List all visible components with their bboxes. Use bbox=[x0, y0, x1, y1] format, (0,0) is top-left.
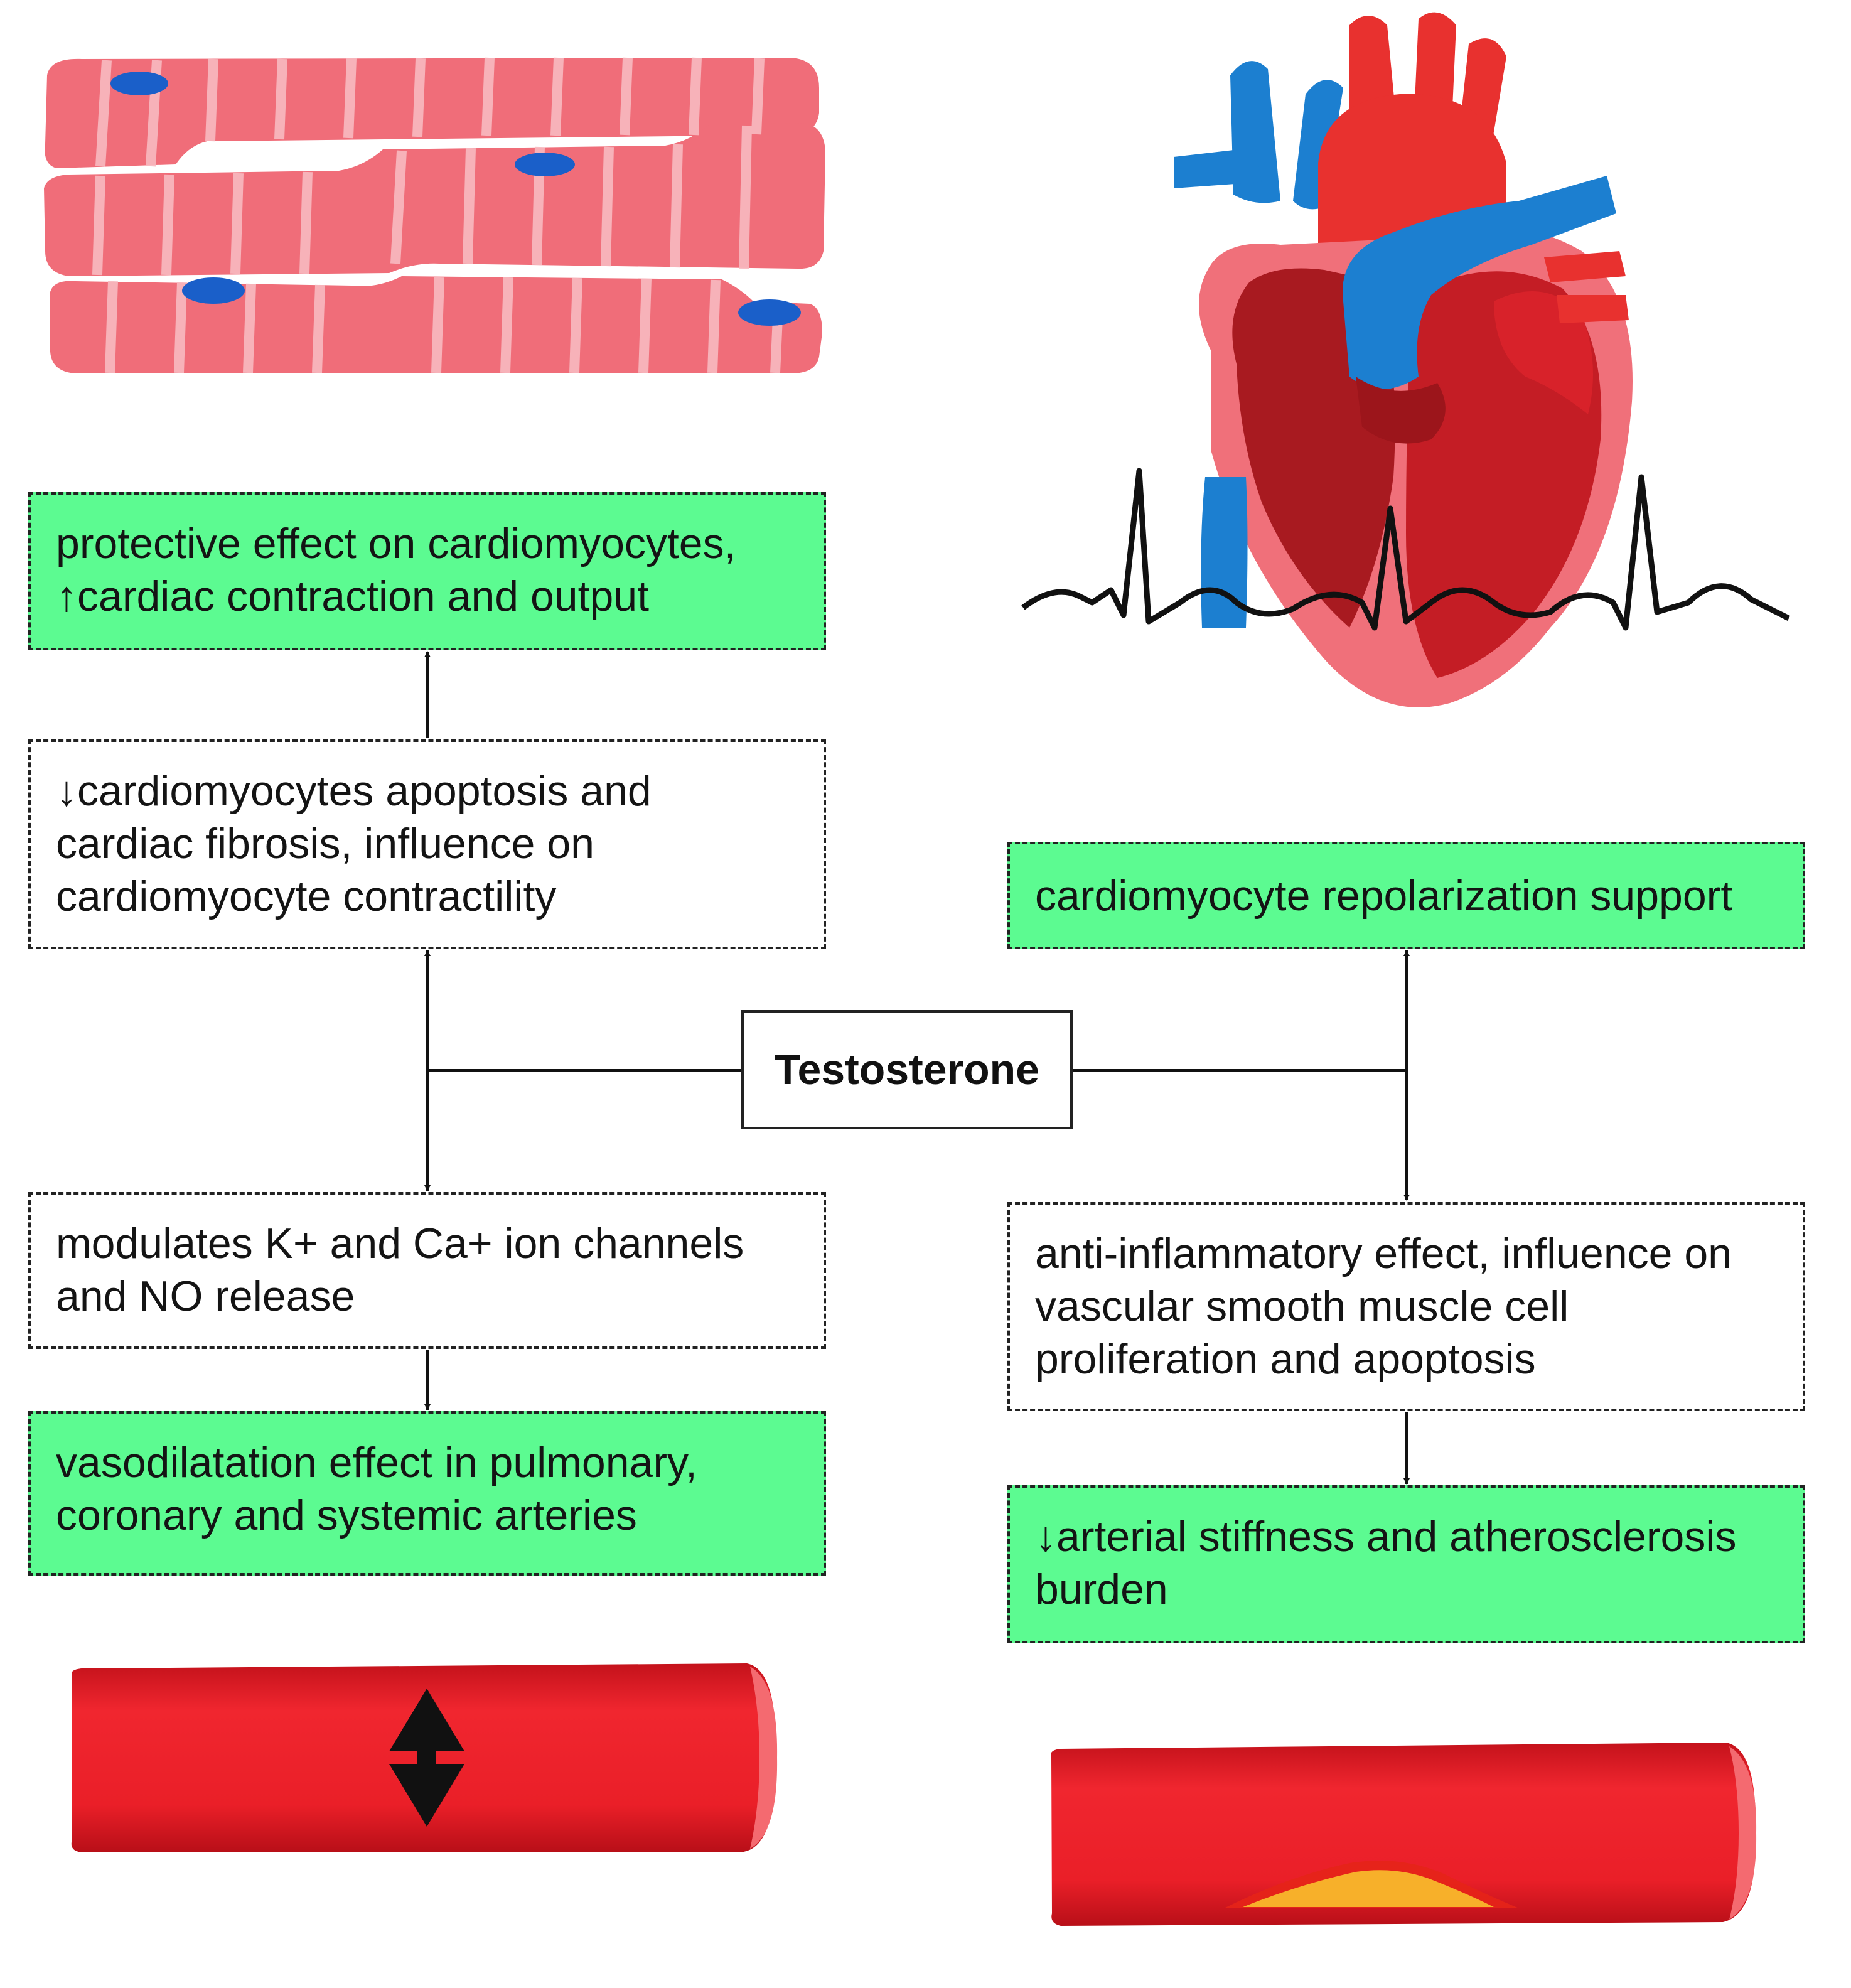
repolarization-text: cardiomyocyte repolarization support bbox=[1035, 871, 1733, 920]
heart-with-ecg-illustration bbox=[1021, 12, 1791, 707]
testosterone-hub-box: Testosterone bbox=[741, 1010, 1073, 1129]
arterial-stiffness-box: ↓arterial stiffness and atherosclerosis … bbox=[1007, 1485, 1805, 1643]
testosterone-label: Testosterone bbox=[775, 1046, 1039, 1093]
vasodilatation-text: vasodilatation effect in pulmonary, coro… bbox=[56, 1439, 697, 1539]
apoptosis-fibrosis-text: ↓cardiomyocytes apoptosis and cardiac fi… bbox=[56, 767, 652, 920]
connectors bbox=[424, 651, 1410, 1485]
ion-channels-box: modulates K+ and Ca+ ion channels and NO… bbox=[28, 1192, 826, 1349]
protective-effect-box: protective effect on cardiomyocytes, ↑ca… bbox=[28, 492, 826, 650]
dilated-artery-illustration bbox=[71, 1663, 778, 1852]
protective-effect-text: protective effect on cardiomyocytes, ↑ca… bbox=[56, 520, 736, 620]
ion-channels-text: modulates K+ and Ca+ ion channels and NO… bbox=[56, 1220, 744, 1320]
anti-inflammatory-box: anti-inflammatory effect, influence on v… bbox=[1007, 1202, 1805, 1411]
atherosclerotic-artery-illustration bbox=[1051, 1743, 1757, 1926]
vasodilatation-box: vasodilatation effect in pulmonary, coro… bbox=[28, 1411, 826, 1576]
anti-inflammatory-text: anti-inflammatory effect, influence on v… bbox=[1035, 1230, 1732, 1383]
repolarization-box: cardiomyocyte repolarization support bbox=[1007, 842, 1805, 949]
arterial-stiffness-text: ↓arterial stiffness and atherosclerosis … bbox=[1035, 1513, 1737, 1613]
cardiac-muscle-fibers-illustration bbox=[44, 57, 825, 373]
apoptosis-fibrosis-box: ↓cardiomyocytes apoptosis and cardiac fi… bbox=[28, 739, 826, 949]
